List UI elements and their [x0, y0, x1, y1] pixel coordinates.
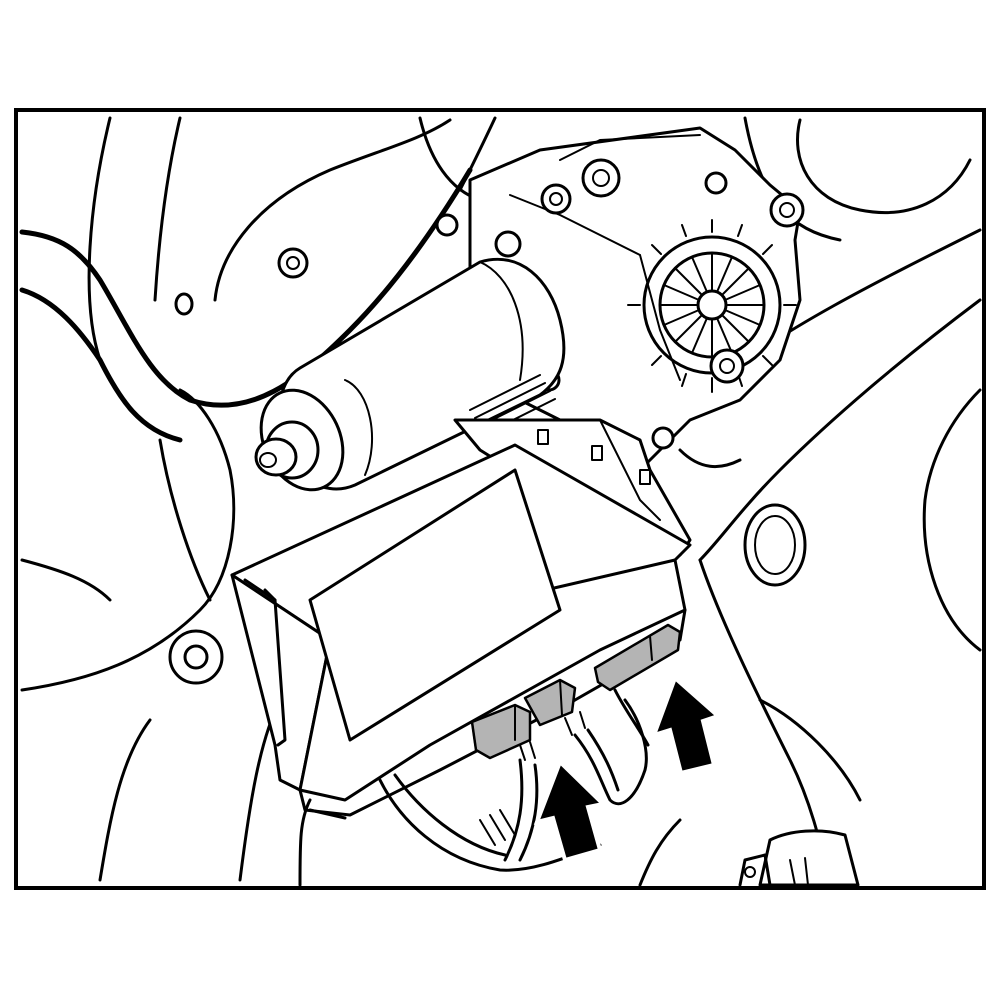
- connectors: [470, 623, 682, 761]
- window-regulator-motor: [254, 126, 805, 492]
- gear-wheel: [627, 219, 797, 393]
- door-inner-panel: [19, 116, 982, 887]
- arrow-right-connector: [650, 674, 722, 776]
- wiring-clip: [738, 829, 860, 887]
- panel-holes: [168, 247, 807, 685]
- arrow-left-connector: [533, 758, 608, 863]
- indicator-arrows: [533, 674, 722, 863]
- control-module: [230, 443, 692, 820]
